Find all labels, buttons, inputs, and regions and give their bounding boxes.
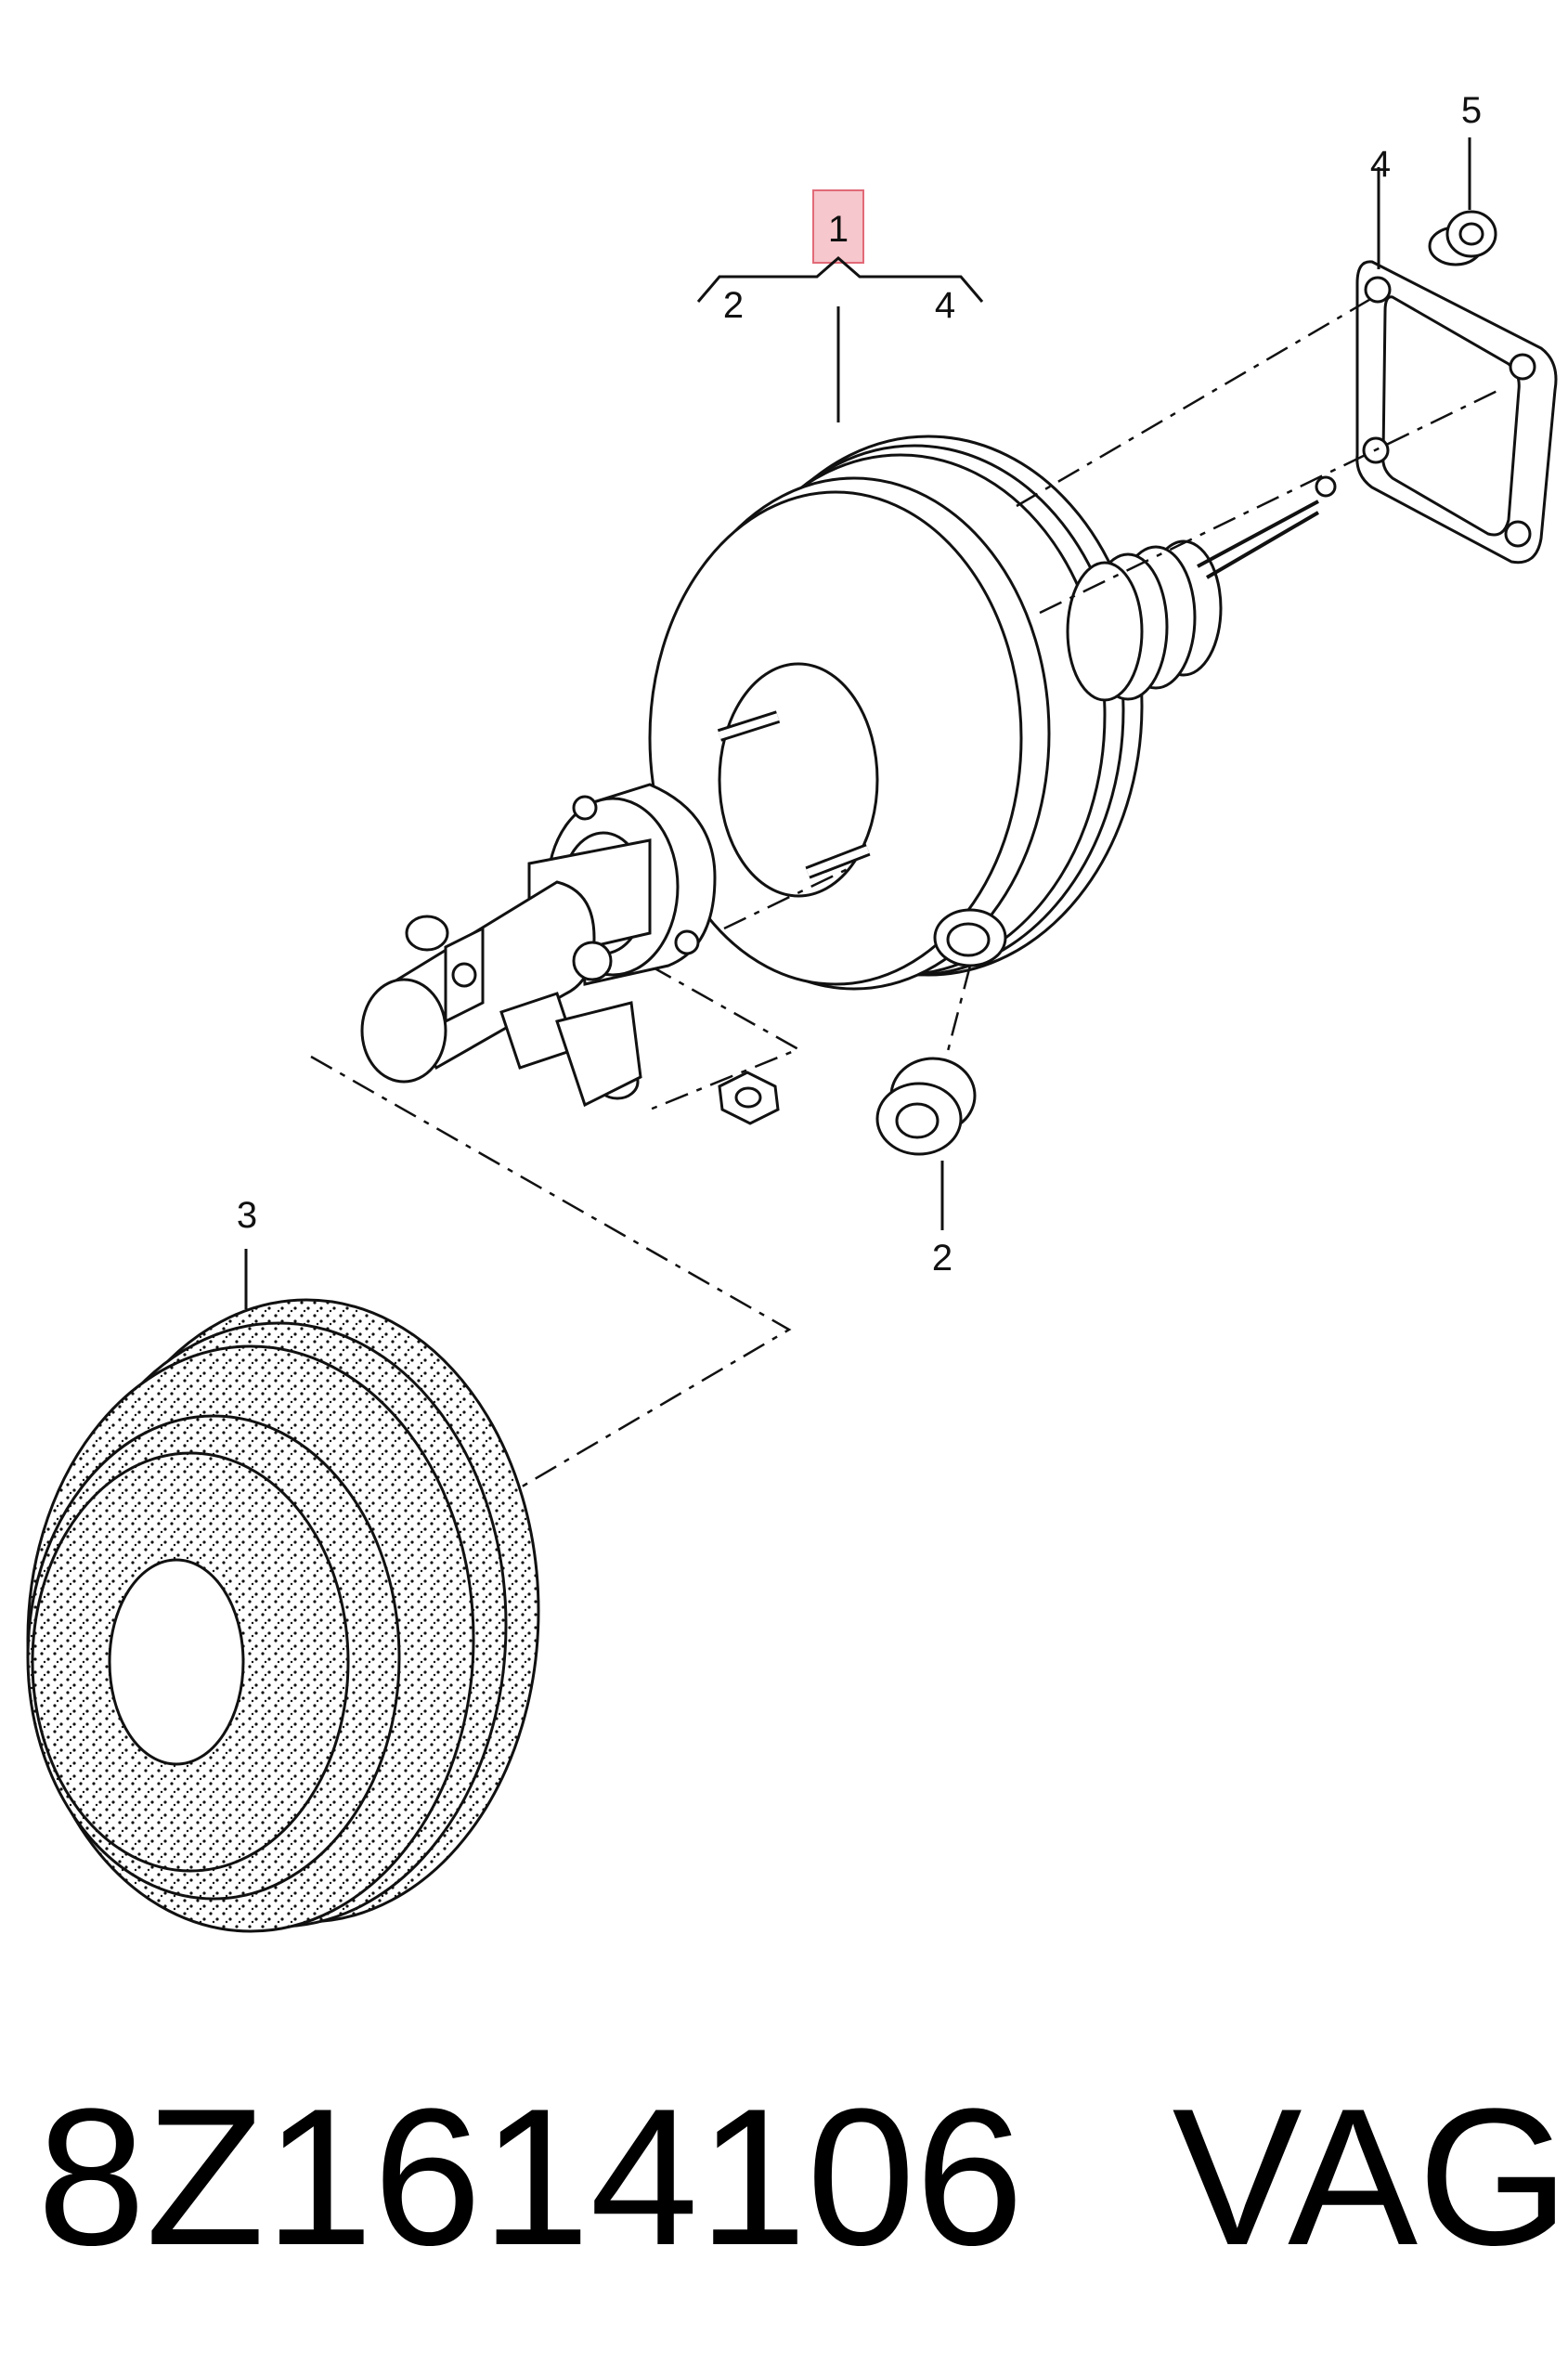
part-number: 8Z1614106 — [37, 2068, 1024, 2286]
callout-1[interactable]: 1 — [812, 189, 864, 264]
heat-shield — [26, 1298, 540, 1933]
brake-booster — [648, 435, 1337, 991]
bracket-label-2: 2 — [723, 285, 744, 326]
master-cylinder — [360, 783, 717, 1108]
hex-nut — [718, 1071, 780, 1125]
callout-1-label: 1 — [828, 209, 849, 250]
gasket — [1355, 260, 1558, 565]
callout-3[interactable]: 3 — [237, 1195, 257, 1236]
bracket-label-4: 4 — [935, 285, 955, 326]
brand-name: VAG — [1172, 2068, 1568, 2286]
callout-5[interactable]: 5 — [1461, 90, 1482, 131]
alignment-lines — [310, 295, 1500, 1506]
callout-4[interactable]: 4 — [1370, 144, 1391, 185]
callout-2[interactable]: 2 — [932, 1238, 952, 1279]
grommet — [875, 1057, 977, 1156]
footer: 8Z1614106 VAG — [37, 2068, 1568, 2286]
nut-5 — [1428, 210, 1497, 266]
bracket-leader — [696, 256, 984, 422]
